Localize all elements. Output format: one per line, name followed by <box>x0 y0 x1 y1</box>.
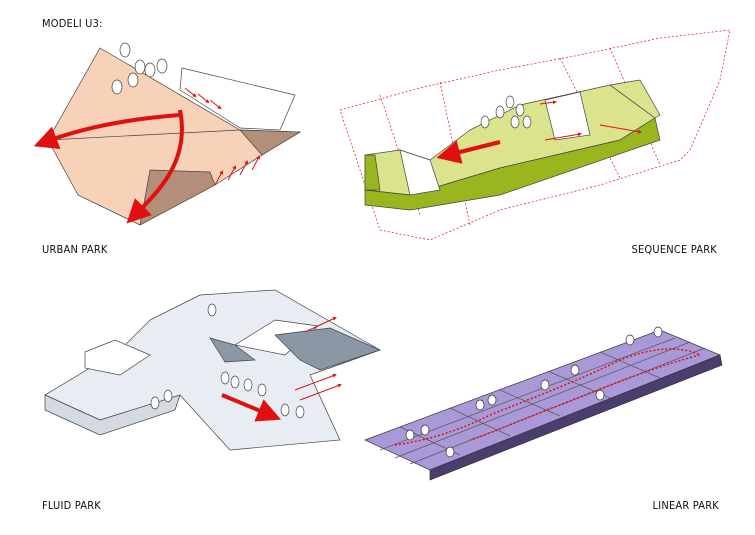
label-linear-park: LINEAR PARK <box>652 499 719 512</box>
label-fluid-park: FLUID PARK <box>42 499 101 512</box>
tree-icons <box>480 95 532 129</box>
label-urban-park: URBAN PARK <box>42 243 108 256</box>
label-sequence-park: SEQUENCE PARK <box>631 243 717 256</box>
diagram-title: MODELI U3: <box>42 17 103 30</box>
tree-icons <box>111 42 168 95</box>
linear-park-diagram <box>364 326 723 481</box>
fluid-park-diagram <box>44 289 381 451</box>
urban-park-diagram <box>33 42 302 226</box>
tree-icons <box>150 303 305 419</box>
tree-icons <box>405 326 663 458</box>
sequence-park-diagram <box>339 29 731 241</box>
